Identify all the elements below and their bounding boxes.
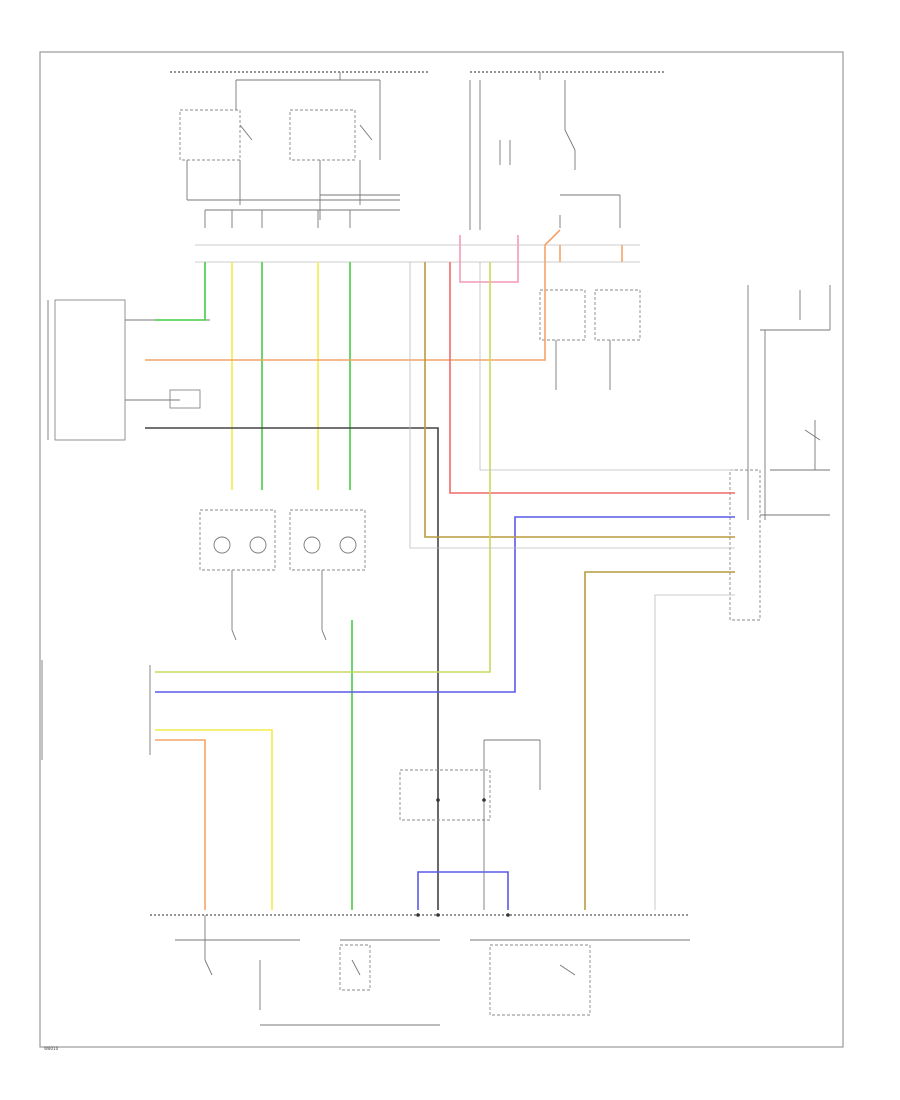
wire-green — [155, 262, 353, 910]
bottom-switch-right — [489, 944, 591, 1016]
left-headlight — [199, 509, 276, 641]
ground-bus — [150, 914, 690, 1026]
wire-yellow-green — [155, 262, 491, 673]
wire-gray — [409, 262, 735, 910]
right-headlight — [289, 509, 366, 641]
footer-code: W8010 — [44, 1046, 59, 1051]
wire-red — [449, 262, 735, 494]
top-left-relay-group — [179, 79, 400, 228]
wire-yellow — [155, 262, 319, 910]
wire-pink — [459, 235, 519, 283]
wire-blue — [155, 516, 735, 910]
top-right-relay-group — [469, 80, 621, 230]
diagram-frame — [39, 51, 844, 1048]
junction-nodes — [416, 798, 510, 917]
wire-brown — [424, 262, 735, 910]
multifunction-switch — [41, 660, 151, 760]
junction-relay — [399, 739, 541, 910]
bottom-switch-left — [204, 915, 261, 1010]
lights-combination-switch — [729, 285, 831, 621]
wire-orange — [145, 229, 623, 910]
connector-row — [195, 244, 640, 263]
power-bus-top — [170, 71, 665, 80]
wire-black — [145, 427, 439, 910]
instrument-cluster — [47, 299, 210, 441]
beam-relays — [539, 289, 641, 390]
bottom-switch-middle — [339, 944, 371, 991]
